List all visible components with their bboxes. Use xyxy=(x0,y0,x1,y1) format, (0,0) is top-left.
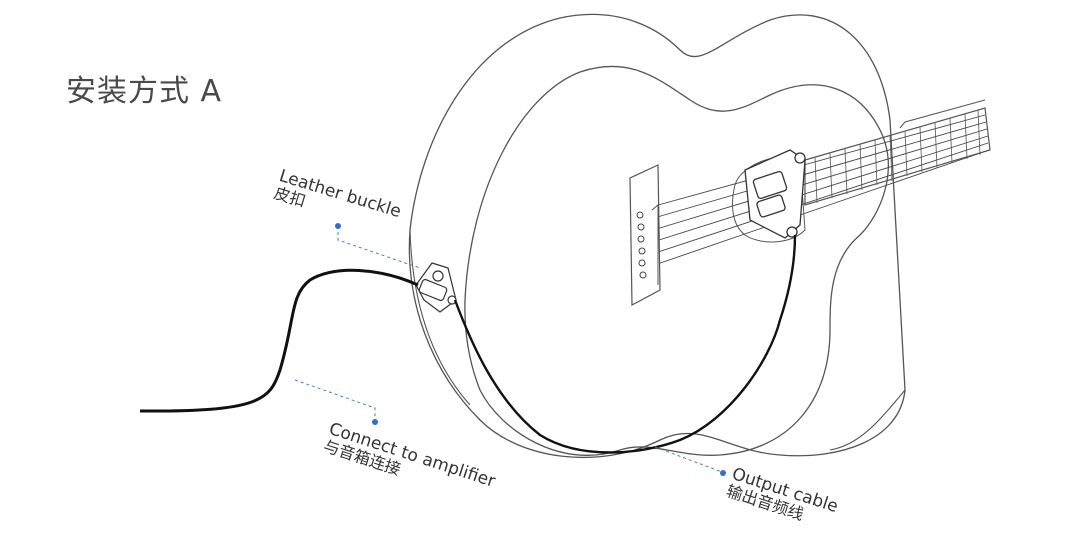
guitar-bridge xyxy=(629,164,661,306)
output-cable xyxy=(453,234,797,454)
leader-dots xyxy=(335,223,726,476)
leader-lines xyxy=(294,226,723,473)
amplifier-cable xyxy=(139,268,419,413)
guitar-body-back xyxy=(408,13,906,459)
page-title: 安装方式 A xyxy=(66,74,223,109)
guitar-neck xyxy=(804,107,991,206)
endpin-jack xyxy=(415,262,457,313)
neck-side xyxy=(899,99,986,129)
bridge-saddle xyxy=(651,203,659,285)
guitar-strings xyxy=(639,114,990,271)
guitar-body-top xyxy=(464,65,889,456)
guitar-body-side xyxy=(409,229,906,451)
bridge-pins xyxy=(636,211,647,279)
soundhole-edge xyxy=(732,156,806,243)
soundhole-pickup xyxy=(744,149,806,239)
